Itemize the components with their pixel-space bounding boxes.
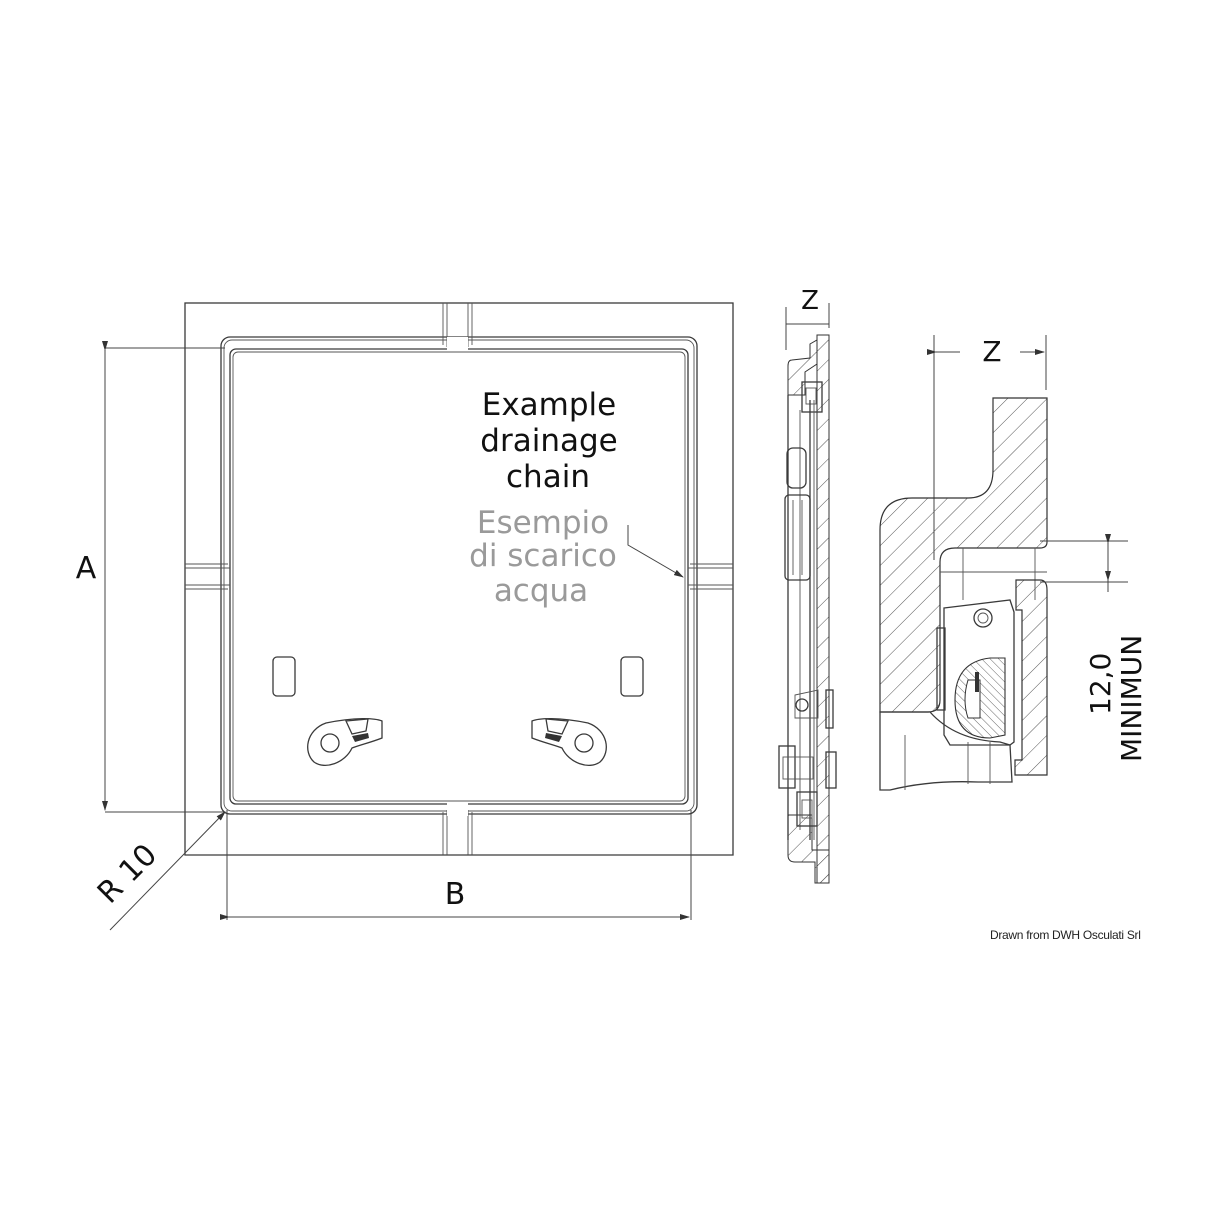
min-clearance-text: MINIMUN [1115,635,1148,762]
detail-z-label: Z [982,335,1001,368]
radius-label: R 10 [91,837,164,910]
left-hinge-slot [272,656,296,697]
lid-outer-2 [223,339,695,812]
radius-leader [109,811,226,931]
drainage-label-it-1: Esempio [477,505,609,541]
side-z-label: Z [801,286,819,316]
drainage-label-en-3: chain [506,459,590,495]
drainage-leader-arrow [627,525,684,578]
right-latch [531,717,607,766]
side-lower-knob-right [825,751,837,789]
side-handle [784,494,811,581]
drainage-label-it-3: acqua [494,573,588,609]
front-view: Example drainage chain Esempio di scaric… [76,302,734,931]
side-upper-knob [786,447,807,489]
dimension-b [185,810,733,920]
detail-lid-frame [1014,579,1048,776]
drainage-label-en-2: drainage [480,423,617,459]
outer-frame [184,302,734,856]
top-drain-channel [442,303,473,351]
lid-inner [229,348,689,805]
credit-note: Drawn from DWH Osculati Srl [990,928,1141,942]
dimension-b-label: B [445,877,466,912]
lid-inner-2 [232,351,686,802]
left-latch [307,717,383,766]
side-section-view: Z [778,286,837,884]
side-hinge-pin [795,698,809,712]
side-bottom-flange [787,814,830,884]
lid-outer [220,336,698,815]
detail-section-view: Z 12,0 MINIMUN [879,335,1148,791]
detail-screw [973,608,993,628]
bottom-drain-channel [442,802,473,855]
drainage-label-en-1: Example [482,387,617,423]
side-lower-knob-left [778,745,796,789]
dimension-a-label: A [76,551,97,586]
drainage-label-it-2: di scarico [469,538,617,574]
dimension-a [102,341,225,813]
side-top-flange [787,339,818,396]
side-hull-wall [816,334,830,884]
right-hinge-slot [620,656,644,697]
left-drain-channel [185,563,230,590]
min-clearance-value: 12,0 [1084,653,1117,715]
detail-seal [943,599,1015,746]
right-drain-channel [688,563,733,590]
